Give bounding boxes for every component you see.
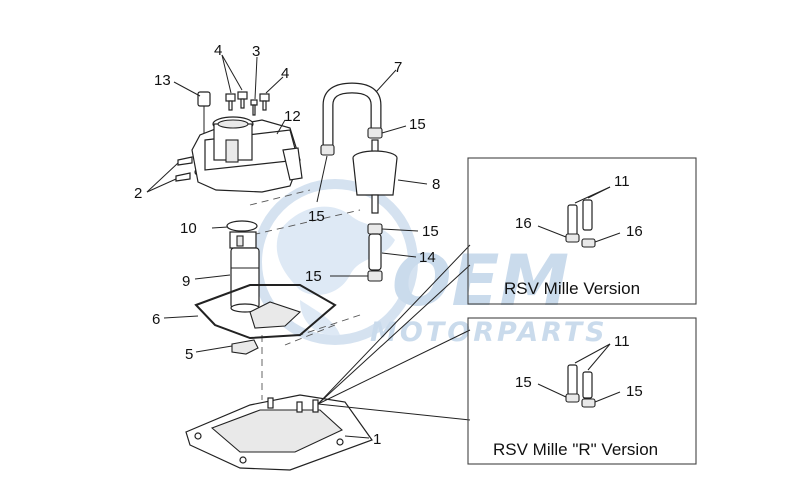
part-9-fuel-pump bbox=[229, 231, 260, 313]
callout-4b: 4 bbox=[281, 65, 289, 82]
callout-9: 9 bbox=[182, 273, 190, 290]
box2-callout-15a: 15 bbox=[515, 374, 532, 391]
part-14-hose-segment bbox=[368, 233, 382, 271]
part-15-clamps bbox=[320, 127, 383, 282]
part-8-fuel-filter bbox=[352, 139, 398, 214]
callout-numbers: 13 4 3 4 12 2 10 9 6 5 7 15 8 15 15 14 1… bbox=[134, 42, 440, 448]
callout-4a: 4 bbox=[214, 42, 222, 59]
version-box-rsv-mille: 11 16 16 RSV Mille Version bbox=[467, 157, 697, 305]
callout-8: 8 bbox=[432, 176, 440, 193]
callout-6: 6 bbox=[152, 311, 160, 328]
part-5-washer bbox=[231, 339, 259, 355]
leader-lines bbox=[146, 54, 471, 439]
box1-callout-16b: 16 bbox=[626, 223, 643, 240]
watermark: OEM MOTORPARTS bbox=[252, 179, 608, 348]
part-3-bolt bbox=[250, 99, 258, 116]
box2-callout-15b: 15 bbox=[626, 383, 643, 400]
part-7-fuel-hose bbox=[322, 82, 382, 148]
version-box-rsv-mille-r: 11 15 15 RSV Mille "R" Version bbox=[467, 317, 697, 465]
callout-15d: 15 bbox=[305, 268, 322, 285]
watermark-tagline: MOTORPARTS bbox=[370, 317, 608, 348]
watermark-brand: OEM bbox=[392, 240, 569, 322]
callout-15b: 15 bbox=[308, 208, 325, 225]
part-2-screws bbox=[175, 156, 193, 182]
callout-12: 12 bbox=[284, 108, 301, 125]
box1-callout-11: 11 bbox=[614, 173, 630, 190]
callout-14: 14 bbox=[419, 249, 436, 266]
callout-2: 2 bbox=[134, 185, 142, 202]
box1-version-label: RSV Mille Version bbox=[504, 279, 640, 298]
part-1-base-flange bbox=[185, 394, 373, 471]
box2-callout-11: 11 bbox=[614, 333, 630, 350]
part-10-o-ring bbox=[226, 220, 258, 232]
callout-7: 7 bbox=[394, 59, 402, 76]
callout-13: 13 bbox=[154, 72, 171, 89]
callout-1: 1 bbox=[373, 431, 381, 448]
callout-15a: 15 bbox=[409, 116, 426, 133]
callout-3: 3 bbox=[252, 43, 260, 60]
box1-callout-16a: 16 bbox=[515, 215, 532, 232]
part-12-pump-housing bbox=[191, 116, 303, 193]
part-6-gasket bbox=[194, 284, 337, 340]
callout-10: 10 bbox=[180, 220, 197, 237]
callout-5: 5 bbox=[185, 346, 193, 363]
part-4-screws bbox=[225, 91, 270, 111]
box2-version-label: RSV Mille "R" Version bbox=[493, 440, 658, 459]
callout-15c: 15 bbox=[422, 223, 439, 240]
